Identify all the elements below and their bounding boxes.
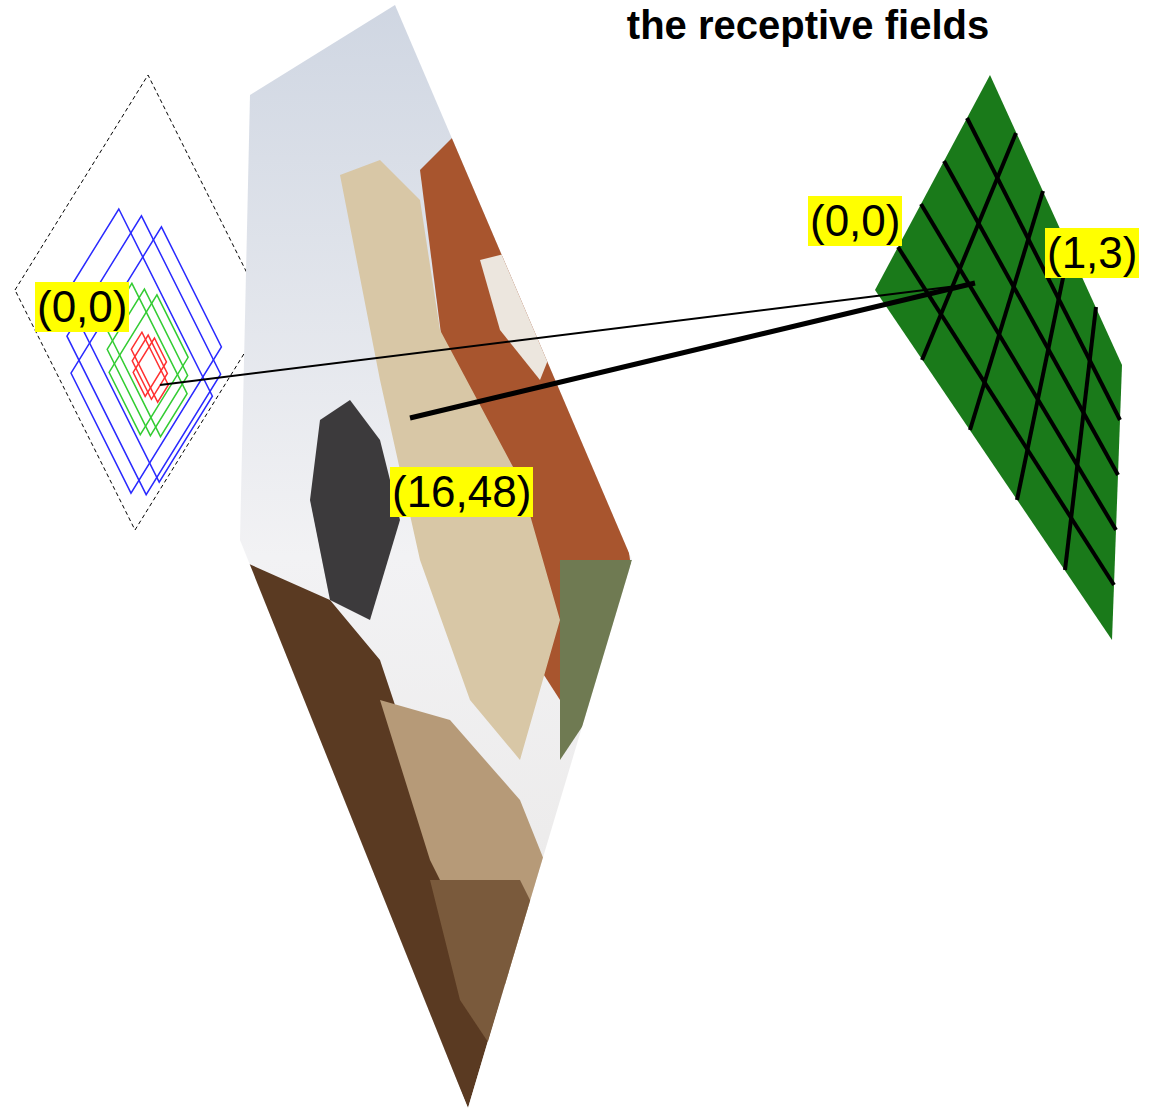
mapping-line [160,285,965,385]
anchor-boxes [15,75,268,530]
coordinate-label: (16,48) [390,467,533,517]
mapping-line [410,283,975,418]
coordinate-label: (0,0) [808,196,902,246]
title: the receptive fields [627,2,989,48]
coordinate-label: (0,0) [35,282,129,332]
input-image [230,0,640,1113]
coordinate-label: (1,3) [1045,228,1139,278]
feature-map [875,75,1122,640]
